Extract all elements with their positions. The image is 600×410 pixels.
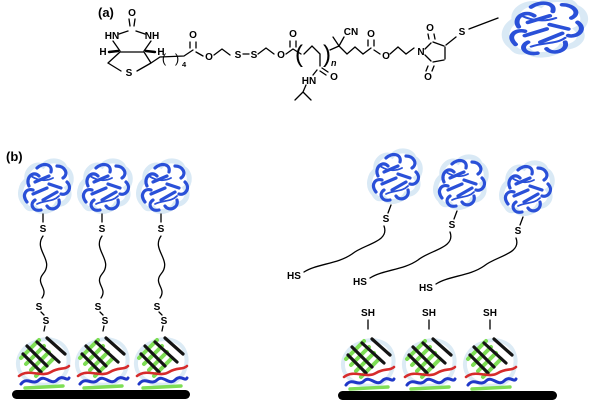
- panel-b-right: S HS S HS S HS SH SH SH: [287, 151, 557, 400]
- surface-bar-left: [12, 390, 190, 399]
- thioether-s-label: S: [99, 224, 106, 235]
- stereo-h-wedges: [107, 49, 157, 54]
- polymer-open-paren: (: [295, 41, 303, 68]
- bond-s-surface: [102, 325, 105, 332]
- disulfide-bond: [158, 311, 163, 316]
- released-protein-2: S HS: [353, 157, 486, 288]
- blue-protein: [21, 161, 72, 212]
- blue-protein: [502, 163, 553, 214]
- atom-s-disulfide-1: S: [235, 50, 242, 61]
- thioether-s-label: S: [40, 224, 47, 235]
- polymer-chain: [39, 235, 48, 299]
- bond-protein-s: [519, 216, 524, 226]
- polymer-chain: [369, 231, 452, 279]
- atom-s-thiolane: S: [126, 68, 133, 79]
- thioether-s-label: S: [383, 214, 390, 225]
- chain4-subscript: 4: [182, 60, 187, 69]
- polymer-chain: [98, 235, 107, 299]
- tethered-conjugate-3: S S S: [133, 161, 190, 390]
- atom-nitrile-cn: CN: [344, 27, 358, 38]
- polymer-close-paren: ): [323, 41, 331, 68]
- atom-o-amide: O: [330, 72, 338, 83]
- atom-o-carbonyl-biotin: O: [189, 30, 197, 41]
- atom-hn-ureido: HN: [105, 31, 119, 42]
- atom-s-thioether: S: [459, 27, 466, 38]
- atom-o-imide-bottom: O: [424, 72, 432, 83]
- polymer-subscript-n: n: [331, 58, 337, 68]
- atom-s-disulfide-2: S: [251, 50, 258, 61]
- blue-protein: [80, 161, 131, 212]
- free-thiol-hs-label: HS: [419, 283, 433, 294]
- surface-protein: [133, 336, 189, 390]
- bond-s-surface: [161, 325, 164, 332]
- surface-bar-right: [338, 391, 557, 400]
- polymer-chain: [303, 225, 386, 273]
- atom-o-ester-left: O: [205, 52, 213, 63]
- atom-o-carbonyl-polymer: O: [289, 29, 297, 40]
- atom-n-imide: N: [417, 47, 424, 58]
- panel-b-label: (b): [6, 149, 23, 164]
- tethered-conjugate-2: S S S: [74, 161, 131, 390]
- thioether-s-label: S: [158, 224, 165, 235]
- free-thiol-hs-label: HS: [353, 277, 367, 288]
- tethered-conjugate-1: S S S: [15, 161, 72, 390]
- thioether-s-label: S: [515, 226, 522, 237]
- disulfide-s1-label: S: [154, 302, 161, 313]
- bond-s-surface: [43, 325, 46, 332]
- surface-sh-label: SH: [361, 308, 375, 319]
- surface-protein: [74, 336, 130, 390]
- structure-bonds: [107, 17, 499, 101]
- blue-protein: [139, 161, 190, 212]
- surface-protein: [401, 337, 457, 391]
- bond-protein-s: [453, 210, 458, 220]
- polymer-chain: [157, 235, 166, 299]
- surface-protein: [15, 336, 72, 390]
- released-protein-1: S HS: [287, 151, 420, 282]
- bond-protein-s: [387, 204, 392, 214]
- disulfide-s1-label: S: [36, 302, 43, 313]
- atom-hn-amide: HN: [302, 76, 316, 87]
- atom-h-right: H: [157, 47, 164, 58]
- disulfide-bond: [99, 311, 104, 316]
- atom-o-ester-end: O: [382, 51, 390, 62]
- disulfide-bond: [40, 311, 45, 316]
- free-thiol-hs-label: HS: [287, 271, 301, 282]
- panel-a-label: (a): [98, 5, 114, 20]
- atom-h-left: H: [99, 47, 106, 58]
- disulfide-s2-label: S: [43, 316, 50, 327]
- disulfide-s1-label: S: [95, 302, 102, 313]
- blue-protein: [370, 151, 421, 202]
- thioether-s-label: S: [449, 220, 456, 231]
- disulfide-s2-label: S: [161, 316, 168, 327]
- panel-b-left: S S S S S S S S S: [12, 161, 190, 399]
- atom-o-carbonyl-end: O: [367, 29, 375, 40]
- atom-o-ester-right: O: [277, 50, 285, 61]
- surface-protein: [462, 337, 518, 391]
- blue-protein-panel-a: [506, 0, 585, 55]
- atom-o-imide-top: O: [426, 23, 434, 34]
- atom-nh-ureido: NH: [145, 31, 159, 42]
- blue-protein: [436, 157, 487, 208]
- chain4-open-paren: (: [162, 51, 167, 66]
- disulfide-s2-label: S: [102, 316, 109, 327]
- surface-sh-label: SH: [422, 308, 436, 319]
- atom-o-ureido: O: [128, 8, 136, 19]
- released-protein-3: S HS: [419, 163, 552, 294]
- chemical-structure: O HN NH H H S ( ) 4 O O S S O O ( ) n CN…: [99, 0, 585, 101]
- thiol-surface-group: SH SH SH: [338, 308, 557, 400]
- chain4-close-paren: ): [175, 51, 179, 66]
- polymer-chain: [435, 237, 518, 285]
- surface-sh-label: SH: [483, 308, 497, 319]
- surface-protein: [340, 337, 396, 391]
